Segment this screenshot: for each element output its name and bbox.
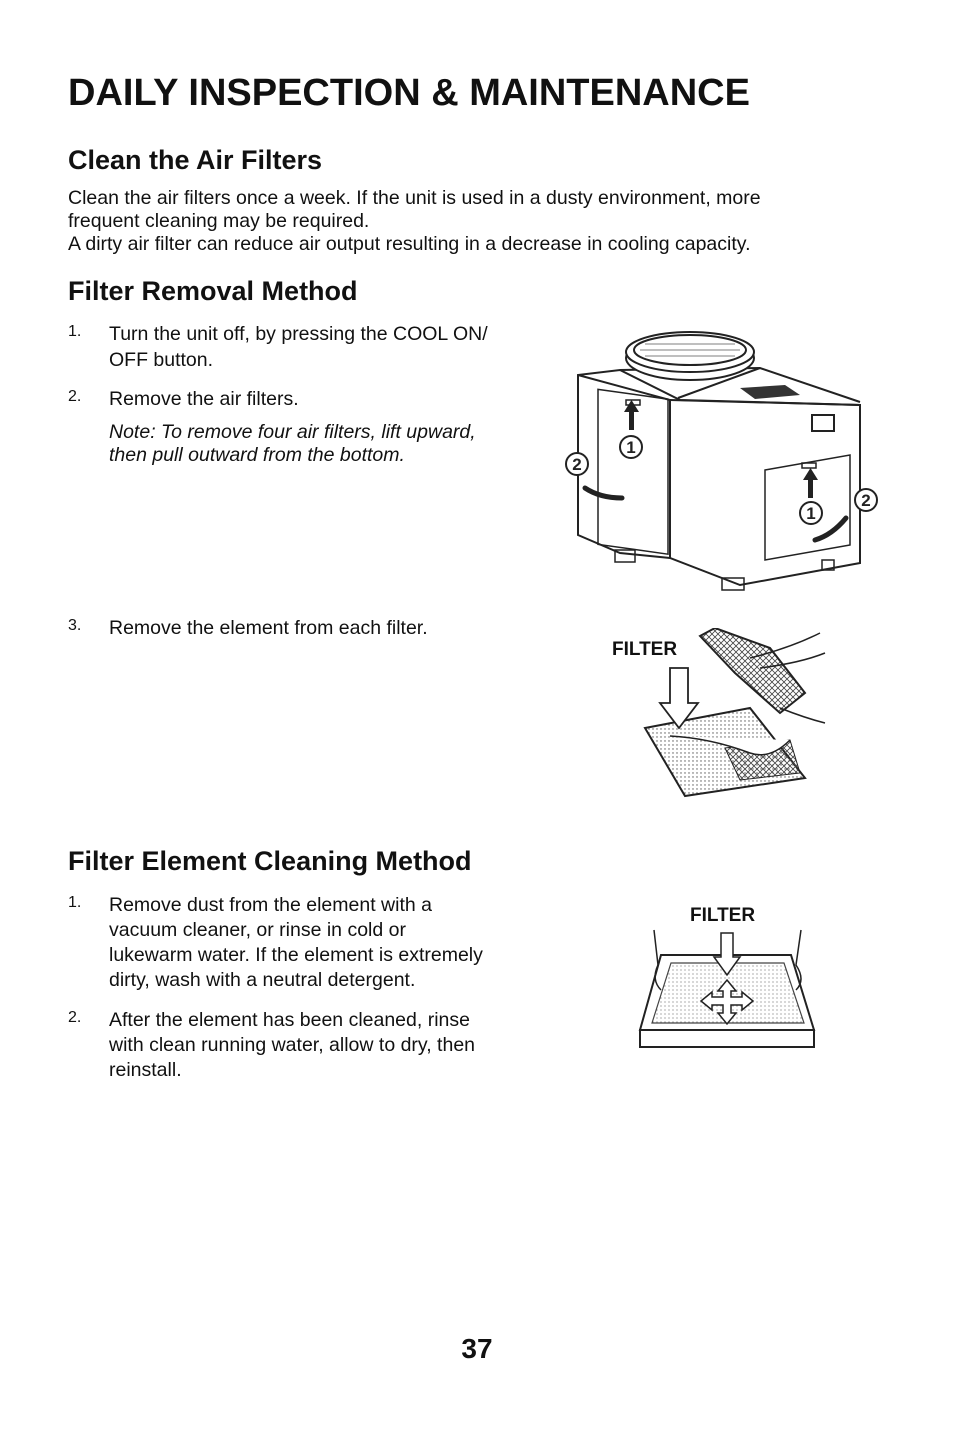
- removal-heading: Filter Removal Method: [68, 276, 358, 306]
- filter-label: FILTER: [690, 905, 756, 926]
- step-number: 2.: [68, 1009, 82, 1026]
- element-washing-diagram: [638, 929, 816, 1048]
- step-number: 2.: [68, 388, 82, 405]
- clean-line: Clean the air filters once a week. If th…: [68, 187, 761, 209]
- step-text: Turn the unit off, by pressing the COOL …: [109, 323, 488, 345]
- clean-heading: Clean the Air Filters: [68, 145, 323, 175]
- step-text: with clean running water, allow to dry, …: [109, 1034, 476, 1056]
- step-text: Remove the element from each filter.: [109, 617, 428, 639]
- filter-label: FILTER: [612, 639, 678, 660]
- step-text: Remove the air filters.: [109, 388, 299, 410]
- step-text: OFF button.: [109, 349, 214, 371]
- step-text: vacuum cleaner, or rinse in cold or: [109, 919, 406, 941]
- step-number: 1.: [68, 894, 82, 911]
- step-marker-2: 2: [861, 491, 870, 510]
- step-marker-1: 1: [626, 438, 635, 457]
- element-removal-diagram: [643, 628, 826, 798]
- step-text: Remove dust from the element with a: [109, 894, 432, 916]
- clean-line: A dirty air filter can reduce air output…: [68, 233, 751, 255]
- step-number: 1.: [68, 323, 82, 340]
- step-marker-1: 1: [806, 504, 815, 523]
- step-note: Note: To remove four air filters, lift u…: [109, 421, 476, 443]
- step-number: 3.: [68, 617, 82, 634]
- step-text: dirty, wash with a neutral detergent.: [109, 969, 416, 991]
- page-number: 37: [461, 1333, 493, 1364]
- step-text: After the element has been cleaned, rins…: [109, 1009, 470, 1031]
- unit-filter-removal-diagram: 1 2 1 2: [565, 331, 878, 591]
- cleaning-heading: Filter Element Cleaning Method: [68, 846, 472, 876]
- step-note: then pull outward from the bottom.: [109, 444, 405, 466]
- clean-intro: Clean the air filters once a week. If th…: [68, 187, 898, 256]
- step-text: reinstall.: [109, 1059, 182, 1081]
- clean-line: frequent cleaning may be required.: [68, 210, 370, 232]
- page-title: DAILY INSPECTION & MAINTENANCE: [68, 72, 750, 114]
- step-text: lukewarm water. If the element is extrem…: [109, 944, 483, 966]
- step-marker-2: 2: [572, 455, 581, 474]
